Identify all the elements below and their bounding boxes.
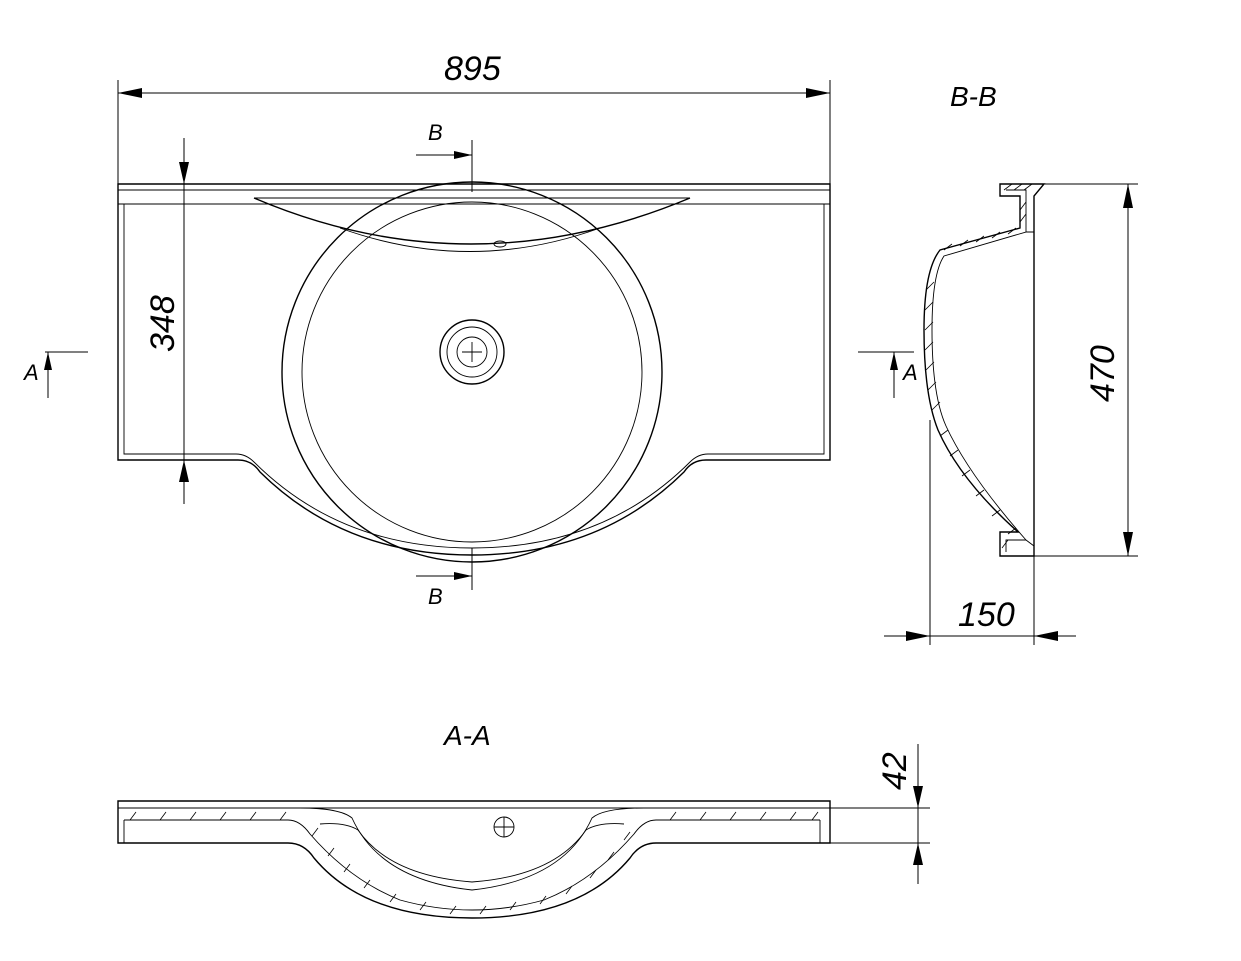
dimension-deck-thickness-label: 42	[876, 752, 914, 790]
section-bb-title: B-B	[950, 81, 997, 112]
dimension-width: 895	[117, 50, 831, 184]
back-curve	[253, 197, 691, 245]
aa-outer-profile	[117, 800, 831, 919]
dimension-width-label: 895	[444, 50, 501, 88]
dimension-side-depth-label: 470	[1084, 345, 1122, 402]
section-a-right-label: A	[901, 360, 918, 385]
dimension-bowl-depth: 150	[884, 420, 1076, 645]
sink-outline	[117, 183, 831, 556]
dimension-bowl-depth-label: 150	[958, 596, 1015, 634]
section-b-top-label: B	[428, 120, 443, 145]
drain	[439, 319, 505, 385]
dimension-front-depth-label: 348	[144, 295, 182, 352]
dimension-side-depth: 470	[1034, 183, 1138, 557]
section-a-mark-left: A	[22, 351, 88, 398]
section-a-left-label: A	[22, 360, 39, 385]
dimension-deck-thickness: 42	[830, 744, 930, 884]
section-b-bottom-label: B	[428, 584, 443, 609]
bb-outer-profile	[923, 183, 1046, 557]
section-aa-view: A-A	[117, 720, 831, 919]
plan-view	[117, 181, 831, 563]
bowl-outer	[281, 181, 663, 563]
section-aa-title: A-A	[442, 720, 491, 751]
section-b-marks: B B	[416, 120, 473, 609]
bowl-inner	[301, 201, 643, 543]
section-bb-view: B-B A	[858, 81, 1046, 557]
dimension-front-depth: 348	[144, 138, 189, 504]
